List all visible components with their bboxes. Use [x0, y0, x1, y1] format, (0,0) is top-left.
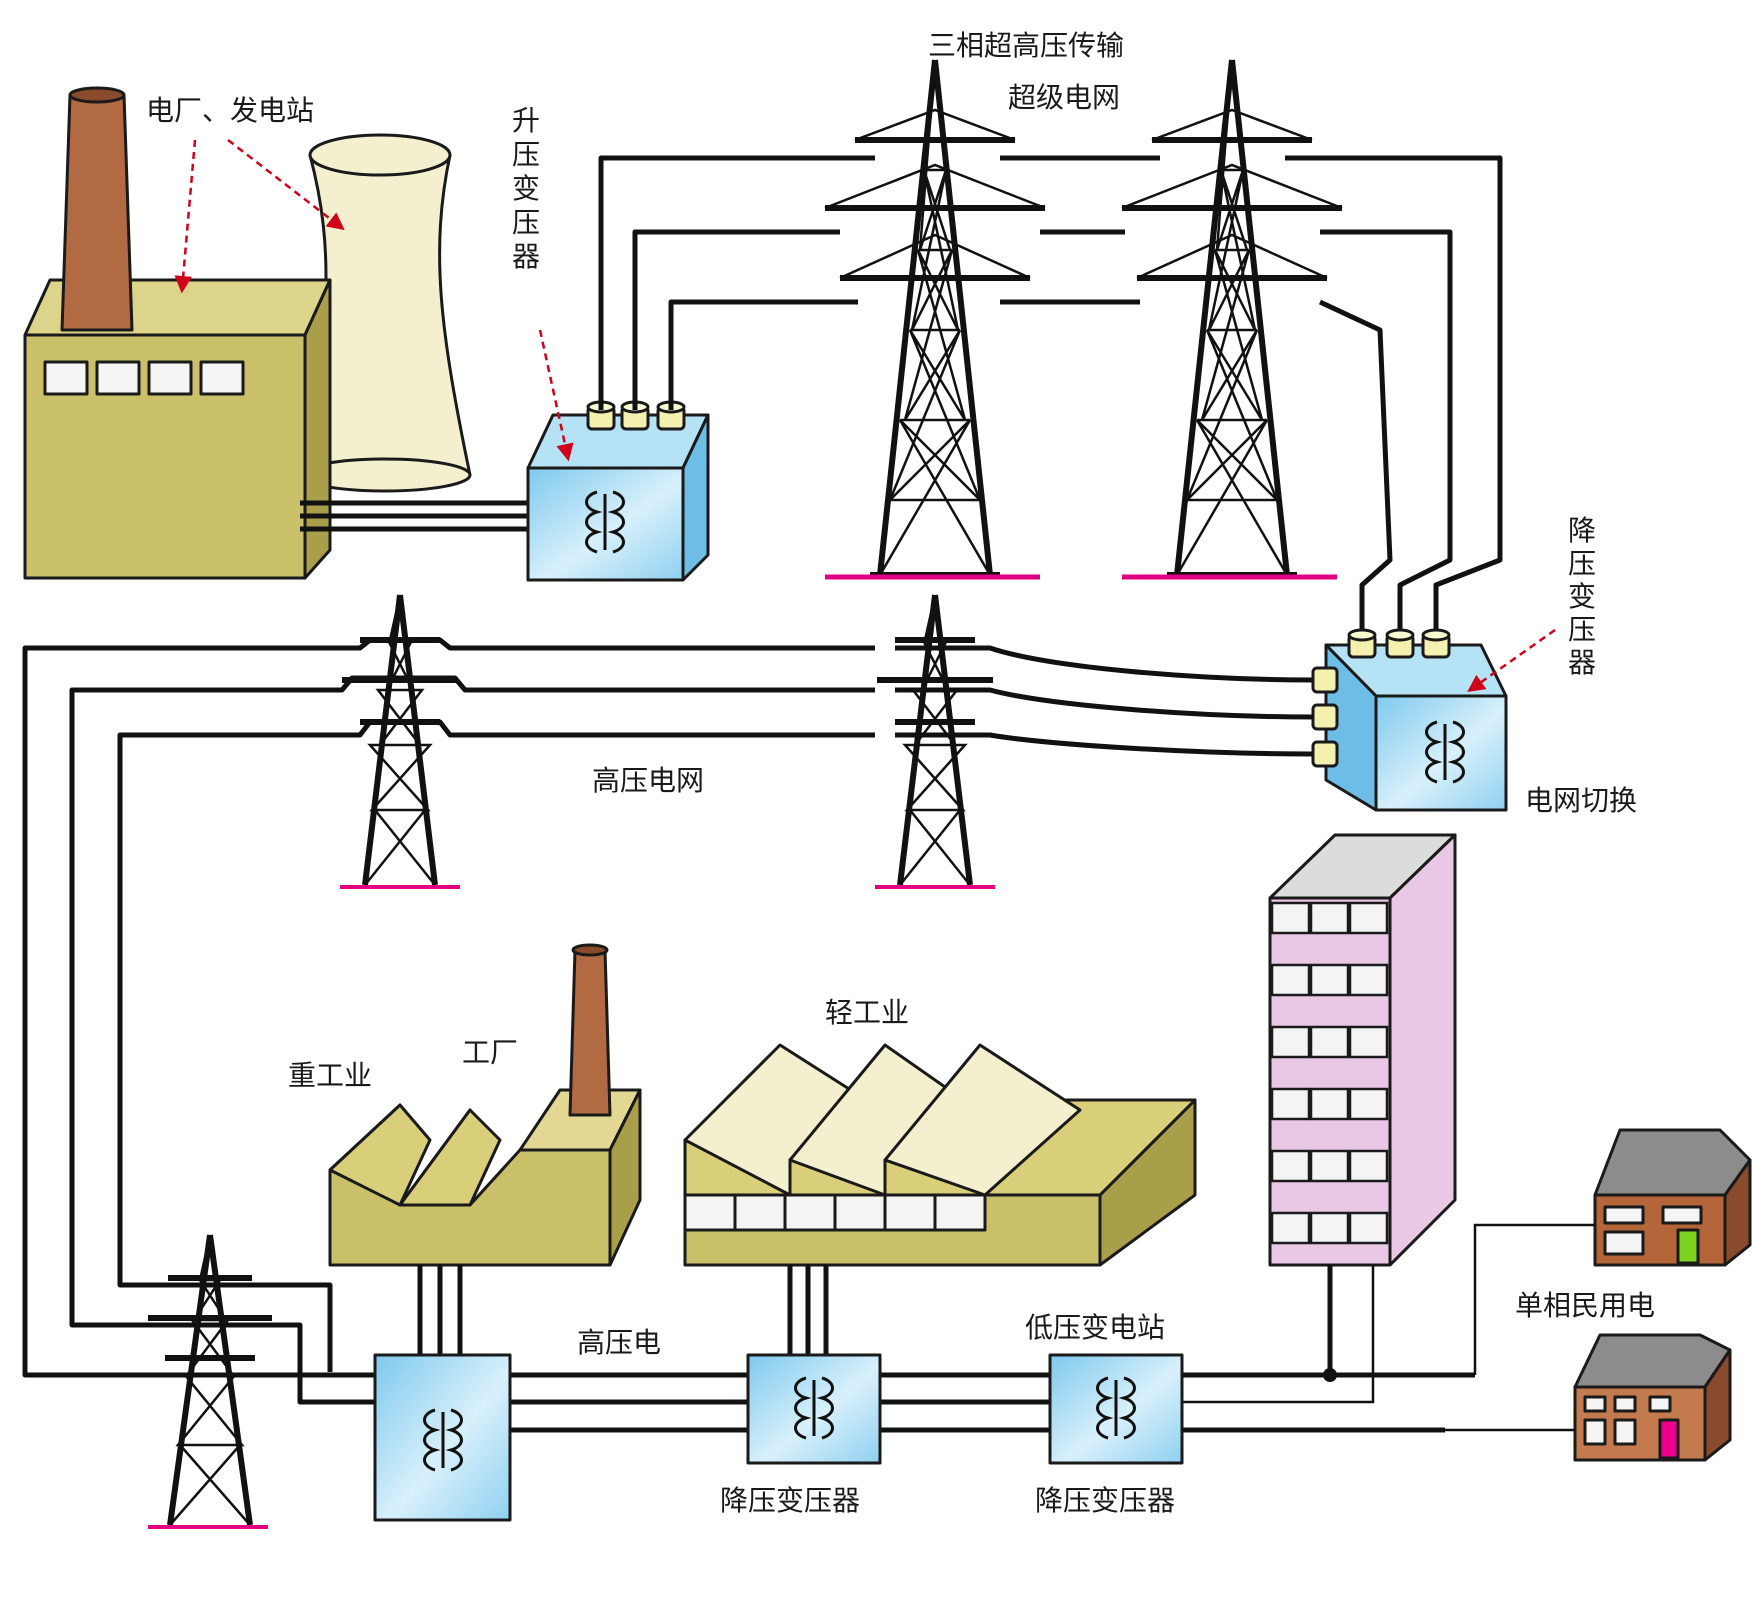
heavy-industry-factory — [328, 943, 642, 1267]
low-voltage-substation-label: 低压变电站 — [1025, 1311, 1165, 1344]
building-window — [1309, 901, 1350, 935]
building-window — [1270, 901, 1311, 935]
distribution-wires — [417, 1223, 1595, 1433]
tower-icon — [342, 594, 458, 886]
chimney-icon — [60, 86, 134, 332]
building-window — [1270, 1087, 1311, 1121]
building-window — [1348, 901, 1389, 935]
arrow-to-step-up — [538, 329, 574, 462]
building-window — [1348, 1211, 1389, 1245]
light-industry-building — [683, 1043, 1197, 1267]
house-icon — [1573, 1333, 1732, 1462]
substation-transformer-1 — [746, 1353, 882, 1465]
step-down-transformer-top-label: 降压变压器 — [1568, 514, 1596, 679]
chimney-icon — [568, 943, 612, 1117]
arrow-to-plant — [174, 139, 197, 294]
tower-icon — [1121, 59, 1343, 578]
heavy-industry-label: 重工业 — [288, 1059, 372, 1092]
plant-windows — [43, 360, 245, 396]
grid-switch-label: 电网切换 — [1525, 784, 1637, 817]
building-window — [1270, 1149, 1311, 1183]
step-up-transformer — [526, 400, 710, 582]
arrow-to-step-down — [1467, 628, 1556, 693]
building-window — [1270, 963, 1311, 997]
house-icon — [1593, 1128, 1752, 1267]
tower-icon — [148, 1234, 272, 1526]
ehv-wires — [598, 155, 1503, 635]
step-down-transformer-1-label: 降压变压器 — [720, 1484, 860, 1517]
super-grid-label: 超级电网 — [1008, 81, 1120, 114]
light-industry-label: 轻工业 — [825, 996, 909, 1029]
insulators — [1311, 628, 1451, 768]
building-window — [1348, 1025, 1389, 1059]
high-voltage-label: 高压电 — [577, 1326, 661, 1359]
grid-switch-transformer — [1311, 628, 1508, 812]
power-plant-label: 电厂、发电站 — [146, 94, 314, 127]
apartment-building — [1268, 833, 1457, 1267]
step-down-transformer-2-label: 降压变压器 — [1035, 1484, 1175, 1517]
building-window — [1309, 1211, 1350, 1245]
tower-icon — [877, 594, 993, 886]
hv-grid-label: 高压电网 — [592, 764, 704, 797]
building-window — [1348, 1087, 1389, 1121]
substation-transformer-2 — [1048, 1353, 1184, 1465]
hv-grid-wires — [22, 637, 1314, 1405]
tower-icon — [824, 59, 1046, 578]
building-window — [1270, 1025, 1311, 1059]
cooling-tower — [298, 133, 472, 493]
arrow-to-cooling-tower — [227, 139, 345, 231]
building-window — [1309, 1025, 1350, 1059]
building-window — [1309, 963, 1350, 997]
building-window — [1309, 1149, 1350, 1183]
building-window — [1348, 963, 1389, 997]
substation-transformer-main — [373, 1353, 512, 1522]
step-up-transformer-label: 升压变压器 — [512, 104, 540, 273]
ehv-transmission-label: 三相超高压传输 — [928, 29, 1124, 62]
single-phase-residential-label: 单相民用电 — [1515, 1289, 1655, 1322]
building-window — [1348, 1149, 1389, 1183]
building-windows — [1270, 901, 1389, 1245]
building-window — [1309, 1087, 1350, 1121]
building-window — [1270, 1211, 1311, 1245]
plant-output-wires — [300, 500, 528, 532]
factory-label: 工厂 — [462, 1036, 518, 1069]
